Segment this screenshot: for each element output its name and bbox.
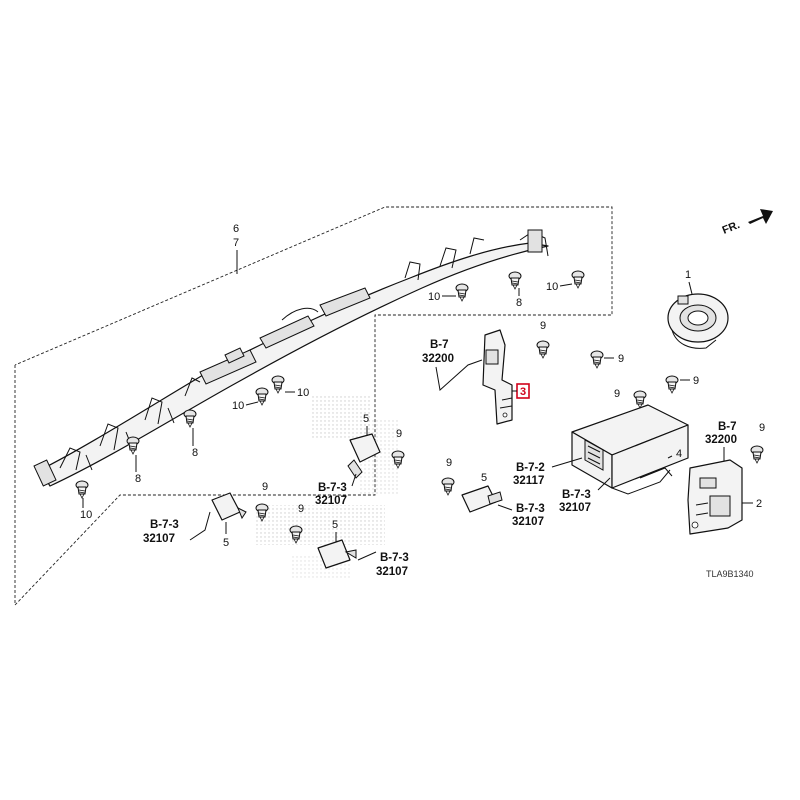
callout-part-10: 10	[428, 291, 440, 303]
bolt-icon	[271, 375, 285, 394]
callout-part-9: 9	[262, 481, 268, 493]
reference-part-number: 32107	[315, 495, 347, 507]
bolt-icon	[665, 375, 679, 394]
bolt-icon	[508, 271, 522, 290]
clock-spring	[667, 293, 729, 349]
callout-part-9: 9	[614, 388, 620, 400]
callout-part-5: 5	[223, 537, 229, 549]
bolt-icon	[590, 350, 604, 369]
impact-sensor	[317, 539, 357, 569]
front-arrow-icon	[748, 209, 773, 224]
bolt-icon	[126, 436, 140, 455]
reference-section: B-7	[718, 421, 737, 433]
callout-part-9: 9	[298, 503, 304, 515]
callout-part-8: 8	[516, 297, 522, 309]
callout-part-10: 10	[297, 387, 309, 399]
reference-section: B-7-3	[150, 519, 179, 531]
curtain-airbag-tube	[39, 242, 549, 487]
reference-part-number: 32107	[559, 502, 591, 514]
reference-section: B-7-3	[380, 552, 409, 564]
bolt-icon	[441, 477, 455, 496]
callout-part-10: 10	[80, 509, 92, 521]
sensor-bracket-part-3	[482, 329, 513, 425]
callout-part-9: 9	[540, 320, 546, 332]
callout-part-7: 7	[233, 237, 239, 249]
bolt-icon	[183, 409, 197, 428]
callout-part-6: 6	[233, 223, 239, 235]
reference-part-number: 32200	[705, 434, 737, 446]
front-label: FR.	[721, 219, 742, 237]
reference-part-number: 32107	[512, 516, 544, 528]
impact-sensor	[211, 492, 247, 521]
bolt-icon	[455, 283, 469, 302]
callout-part-9: 9	[396, 428, 402, 440]
bolt-icon	[571, 270, 585, 289]
bolt-icon	[633, 390, 647, 409]
bolt-icon	[75, 480, 89, 499]
reference-section: B-7	[430, 339, 449, 351]
bolt-icon	[750, 445, 764, 464]
front-direction-indicator: FR.	[721, 209, 773, 237]
impact-sensor	[461, 485, 503, 513]
callout-part-5: 5	[363, 413, 369, 425]
callout-part-9: 9	[759, 422, 765, 434]
reference-part-number: 32107	[143, 533, 175, 545]
callout-part-9: 9	[446, 457, 452, 469]
srs-control-unit	[571, 404, 689, 495]
callout-part-5: 5	[481, 472, 487, 484]
callout-part-3-highlighted: 3	[520, 386, 526, 398]
callout-part-5: 5	[332, 519, 338, 531]
reference-part-number: 32117	[513, 475, 544, 487]
reference-section: B-7-2	[516, 462, 545, 474]
callout-part-10: 10	[546, 281, 558, 293]
unit-bracket-part-2	[687, 459, 743, 535]
reference-section: B-7-3	[516, 503, 545, 515]
callout-part-4: 4	[676, 448, 682, 460]
impact-sensor	[347, 433, 381, 479]
callout-part-8: 8	[192, 447, 198, 459]
diagram-code: TLA9B1340	[706, 569, 754, 579]
callout-part-2: 2	[756, 498, 762, 510]
reference-part-number: 32200	[422, 353, 454, 365]
callout-part-10: 10	[232, 400, 244, 412]
reference-section: B-7-3	[318, 482, 347, 494]
reference-part-number: 32107	[376, 566, 408, 578]
curtain-airbag-assembly	[33, 229, 549, 487]
bolt-icon	[536, 340, 550, 359]
callout-part-9: 9	[693, 375, 699, 387]
callout-part-8: 8	[135, 473, 141, 485]
callout-part-1: 1	[685, 269, 691, 281]
reference-section: B-7-3	[562, 489, 591, 501]
callout-part-9: 9	[618, 353, 624, 365]
curtain-airbag-enclosure	[14, 206, 613, 607]
